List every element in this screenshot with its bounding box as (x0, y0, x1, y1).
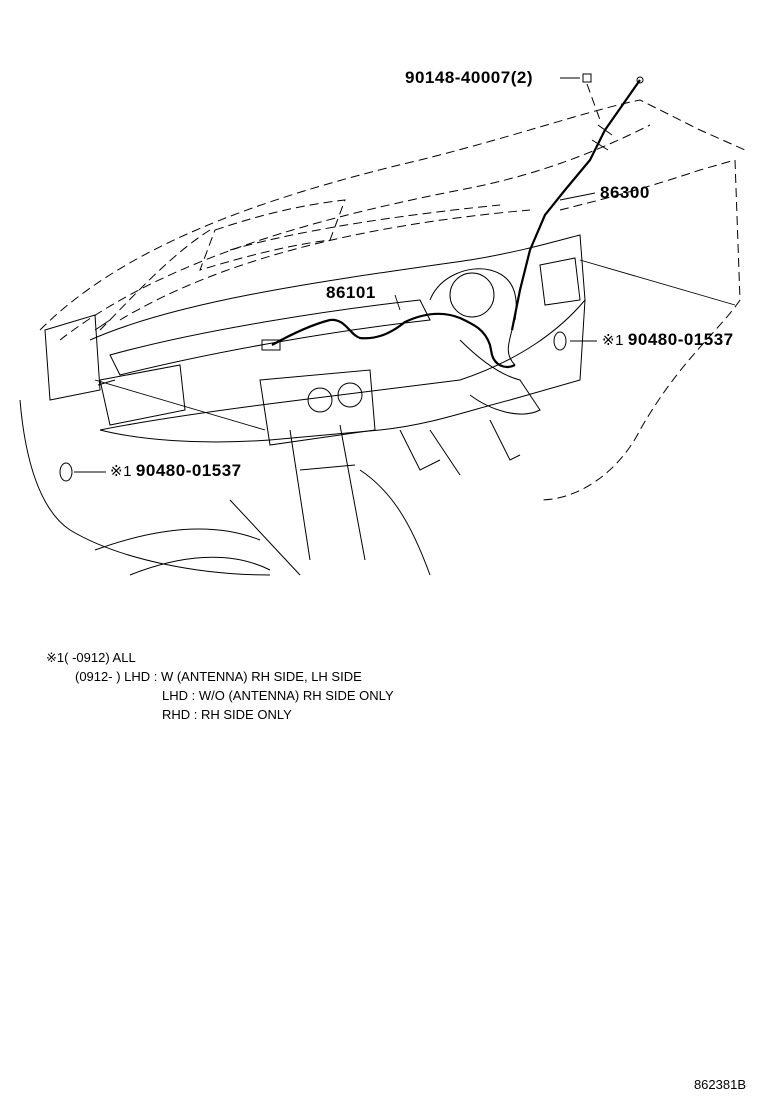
dashboard-shelf (109, 299, 431, 376)
roof-seam (229, 204, 501, 251)
cord-part-number: 86101 (326, 283, 376, 302)
leader-long-right (579, 259, 736, 306)
pedal-area (399, 419, 521, 476)
dashboard-top (89, 234, 586, 431)
door-left (19, 399, 271, 576)
bolt-head (582, 73, 592, 83)
antenna-cable (507, 329, 516, 366)
center-console (289, 424, 366, 561)
note-line-3: LHD : W/O (ANTENNA) RH SIDE ONLY (162, 688, 394, 703)
leader-86300 (559, 192, 596, 201)
instrument-cluster-hood (429, 268, 517, 321)
cord-connector (261, 339, 281, 351)
callout-bolt: 90148-40007(2) (405, 68, 533, 88)
roof-inner-line (59, 124, 651, 341)
side-mirror (44, 314, 101, 401)
center-panel (259, 369, 376, 446)
note-line-2: (0912- ) LHD : W (ANTENNA) RH SIDE, LH S… (75, 669, 362, 684)
callout-antenna: 86300 (600, 183, 650, 203)
bolt-part-number: 90148-40007 (405, 68, 511, 87)
dashboard-lower (99, 299, 586, 443)
antenna-part-number: 86300 (600, 183, 650, 202)
plug-right-part-number: 90480-01537 (627, 330, 734, 349)
glovebox (99, 364, 186, 426)
plug-left-mark: ※1 (110, 463, 132, 480)
plug-left-part-number: 90480-01537 (135, 461, 242, 480)
floor-left (94, 528, 271, 576)
lower-trim (229, 469, 431, 576)
note-line-1-text: ( -0912) ALL (64, 650, 136, 665)
antenna-exploded-diagram (19, 73, 746, 576)
note-line-1: ※1( -0912) ALL (46, 650, 136, 666)
note-line-4: RHD : RH SIDE ONLY (162, 707, 292, 722)
leader-long-left (94, 379, 266, 431)
sun-visor (199, 199, 346, 271)
antenna-base (591, 124, 613, 151)
bolt-qty: (2) (510, 68, 533, 87)
antenna-cord-line (271, 312, 516, 369)
right-vent (539, 257, 581, 306)
a-pillar-right (559, 159, 736, 211)
mirror-arm (94, 319, 116, 386)
plug-right (553, 331, 567, 351)
plug-right-mark: ※1 (602, 332, 624, 349)
bolt-path (586, 83, 601, 121)
callout-cord: 86101 (326, 283, 376, 303)
center-vent-left (307, 387, 333, 413)
figure-id: 862381B (693, 1077, 746, 1092)
plug-left (59, 462, 73, 482)
windshield-left (99, 229, 211, 331)
antenna-tip (636, 76, 644, 84)
meter-gauge (449, 272, 495, 318)
roof-outline (39, 99, 746, 331)
antenna-mast (510, 79, 641, 331)
steering-column (459, 339, 541, 415)
center-vent-right (337, 382, 363, 408)
windshield-top (119, 209, 531, 321)
note-mark: ※1 (46, 650, 65, 665)
leader-86101 (394, 294, 401, 311)
